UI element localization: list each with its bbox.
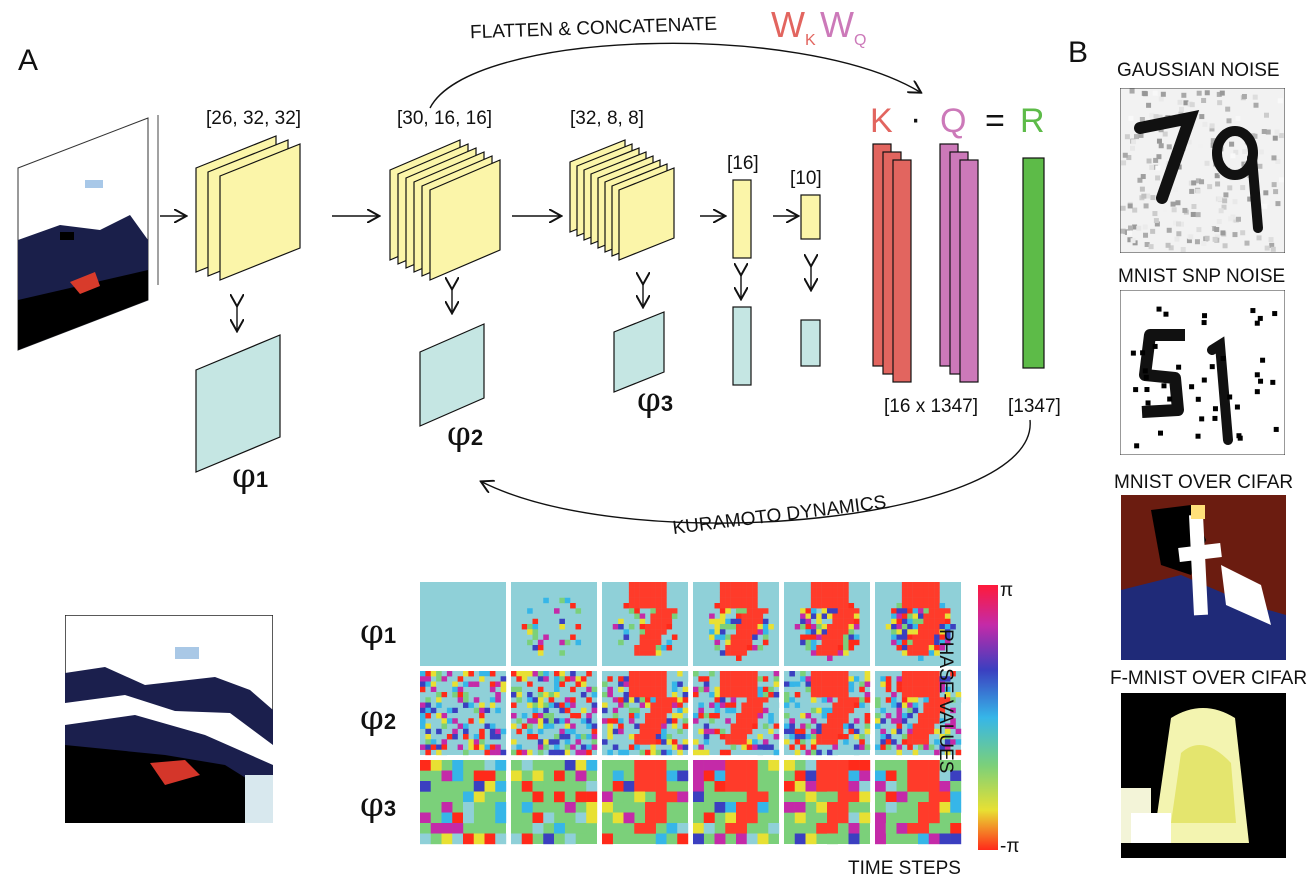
- key-matrix: [872, 143, 912, 383]
- phase-thumbnail: [784, 760, 871, 845]
- colorbar: [978, 585, 998, 850]
- input-image: [17, 117, 149, 351]
- shape-layer5: [10]: [790, 168, 822, 189]
- phase-thumbnail: [784, 671, 871, 756]
- feature-map-stack-1: [195, 135, 301, 281]
- phase-thumbnail: [511, 582, 597, 666]
- snp-noise-image: [1120, 290, 1285, 455]
- wk-label: WK: [771, 4, 816, 50]
- query-matrix: [939, 143, 979, 383]
- phase-thumbnail: [511, 760, 598, 845]
- colorbar-top-label: π: [1000, 580, 1014, 601]
- phase-grid: [420, 582, 962, 845]
- eq-q: Q: [940, 102, 967, 140]
- phi-1-label: φ1: [232, 456, 269, 496]
- time-steps-label: TIME STEPS: [848, 858, 961, 879]
- shape-kq: [16 x 1347]: [884, 396, 979, 417]
- colorbar-bottom-label: -π: [1000, 836, 1020, 857]
- shape-layer2: [30, 16, 16]: [397, 108, 493, 129]
- phi-2-label: φ2: [447, 414, 484, 454]
- colorbar-label: PHASE-VALUES: [934, 629, 956, 774]
- example-label-4: F-MNIST OVER CIFAR: [1110, 668, 1308, 689]
- shape-layer1: [26, 32, 32]: [206, 108, 302, 129]
- panel-b-letter: B: [1068, 36, 1089, 69]
- wq-label: WQ: [820, 4, 867, 50]
- phase-thumbnail: [420, 760, 507, 845]
- phase-thumbnail: [875, 760, 962, 845]
- phase-vector-16: [732, 306, 752, 386]
- mnist-over-cifar-image: [1121, 495, 1286, 660]
- phi-3-label: φ3: [637, 380, 674, 420]
- flatten-arrow: [429, 42, 920, 109]
- phase-thumbnail: [875, 582, 961, 666]
- shape-layer3: [32, 8, 8]: [570, 108, 644, 129]
- kuramoto-arrow: [482, 419, 1031, 524]
- phase-thumbnail: [420, 671, 507, 756]
- phase-thumbnail: [511, 671, 598, 756]
- grid-row-2-label: φ2: [360, 698, 397, 738]
- example-label-2: MNIST SNP NOISE: [1118, 266, 1286, 287]
- dense-layer-10: [800, 194, 821, 240]
- phase-thumbnail: [602, 671, 689, 756]
- phase-thumbnail: [875, 671, 962, 756]
- dense-layer-16: [732, 179, 752, 259]
- phase-thumbnail: [693, 582, 779, 666]
- feature-map-stack-3: [569, 139, 675, 261]
- eq-k: K: [870, 102, 893, 140]
- grid-row-3-label: φ3: [360, 785, 397, 825]
- phase-map-2: [419, 323, 485, 427]
- example-label-1: GAUSSIAN NOISE: [1117, 60, 1280, 81]
- example-label-3: MNIST OVER CIFAR: [1114, 472, 1294, 493]
- phase-vector-10: [800, 319, 821, 367]
- fmnist-over-cifar-image: [1121, 693, 1286, 858]
- grid-row-1-label: φ1: [360, 612, 397, 652]
- eq-dot: ·: [910, 100, 922, 138]
- phase-thumbnail: [693, 760, 780, 845]
- feature-map-stack-2: [389, 139, 501, 281]
- phase-thumbnail: [602, 582, 688, 666]
- eq-equals: =: [985, 102, 1005, 140]
- shape-layer4: [16]: [727, 153, 759, 174]
- phase-thumbnail: [420, 582, 506, 666]
- phase-thumbnail: [784, 582, 870, 666]
- input-image-large: [65, 615, 273, 823]
- shape-r: [1347]: [1008, 396, 1061, 417]
- panel-a-letter: A: [18, 44, 39, 77]
- eq-r: R: [1020, 102, 1045, 140]
- phase-thumbnail: [602, 760, 689, 845]
- gaussian-noise-image: [1120, 88, 1285, 253]
- phase-thumbnail: [693, 671, 780, 756]
- phase-map-1: [195, 334, 281, 473]
- phase-map-3: [613, 311, 665, 393]
- result-vector: [1022, 157, 1045, 369]
